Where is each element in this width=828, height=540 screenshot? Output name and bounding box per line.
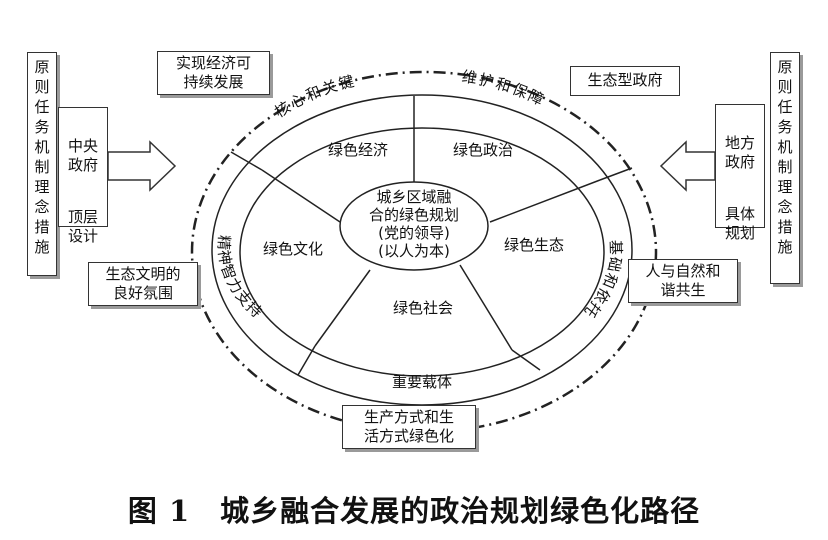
sector-green-economy: 绿色经济	[327, 141, 388, 159]
sector-line-right	[489, 179, 601, 223]
left-arrow-icon	[107, 140, 177, 192]
left-central-gov-label: 中央 政府	[67, 137, 98, 174]
sector-line-left	[261, 169, 341, 223]
sector-dividers	[261, 128, 601, 351]
outer-dashed-ellipse	[190, 70, 658, 434]
right-gov-box: 地方 政府 具体 规划	[715, 104, 765, 242]
box-harmony-nature: 人与自然和 谐共生	[628, 259, 738, 303]
box-eco-civilization: 生态文明的 良好氛围	[88, 262, 198, 306]
ring-dividers	[230, 96, 633, 376]
sector-green-society: 绿色社会	[392, 299, 453, 317]
left-principle-box: 原则任务机制理念措施	[27, 52, 57, 276]
right-specific-plan-label: 具体 规划	[724, 205, 755, 242]
right-principle-box: 原则任务机制理念措施	[770, 52, 800, 284]
box-sustainable: 实现经济可 持续发展	[157, 51, 270, 95]
divider-left	[230, 151, 263, 171]
sector-line-bottom-left	[314, 269, 371, 347]
ring-label-carrier: 重要载体	[391, 373, 452, 391]
right-local-gov-label: 地方 政府	[724, 134, 755, 171]
divider-bottom-left	[297, 345, 316, 376]
left-top-design-label: 顶层 设计	[67, 208, 98, 245]
figure-caption: 图 1 城乡融合发展的政治规划绿色化路径	[127, 494, 701, 528]
sector-green-ecology: 绿色生态	[503, 236, 564, 254]
box-green-lifestyle: 生产方式和生 活方式绿色化	[342, 405, 476, 449]
sector-green-politics: 绿色政治	[452, 141, 513, 159]
center-ellipse	[339, 181, 489, 271]
sector-line-bottom-right	[459, 264, 513, 351]
right-arrow-icon	[659, 140, 716, 192]
sector-green-culture: 绿色文化	[262, 240, 323, 258]
divider-right	[599, 167, 633, 181]
left-gov-box: 中央 政府 顶层 设计	[58, 107, 108, 245]
center-text: 城乡区域融 合的绿色规划 (党的领导) (以人为本)	[368, 188, 459, 260]
divider-bottom-right	[511, 349, 541, 371]
box-ecological-gov: 生态型政府	[570, 66, 680, 96]
